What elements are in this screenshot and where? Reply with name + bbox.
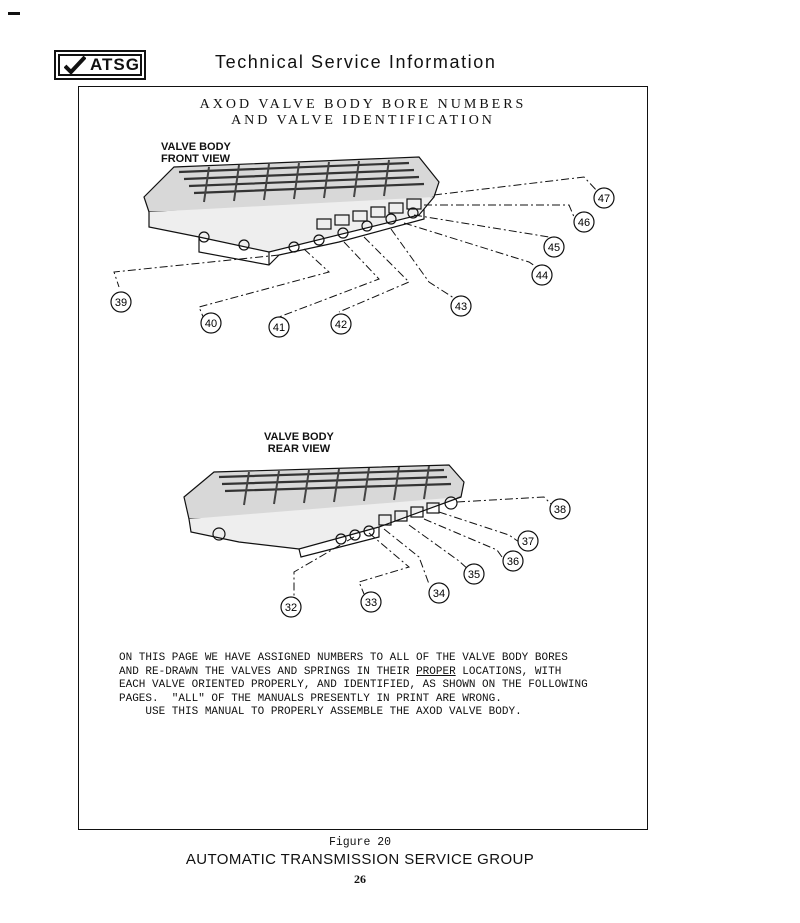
callout-number: 32 xyxy=(285,602,297,614)
footer-org-name: AUTOMATIC TRANSMISSION SERVICE GROUP xyxy=(185,851,535,868)
rear-valve-body-drawing xyxy=(183,464,465,558)
figure-title-line1: AXOD VALVE BODY BORE NUMBERS xyxy=(199,97,527,112)
callout-circle xyxy=(543,236,565,258)
callout-number: 38 xyxy=(554,504,566,516)
callout-circle xyxy=(110,291,132,313)
callout-number: 45 xyxy=(548,242,560,254)
callout-circle xyxy=(280,596,302,618)
callout-number: 42 xyxy=(335,319,347,331)
callout-number: 36 xyxy=(507,556,519,568)
front-valve-body-drawing xyxy=(143,156,440,266)
callout-number: 39 xyxy=(115,297,127,309)
figure-description: ON THIS PAGE WE HAVE ASSIGNED NUMBERS TO… xyxy=(119,652,588,719)
callout-circle xyxy=(450,295,472,317)
callout-circle xyxy=(200,312,222,334)
front-leader-lines xyxy=(113,176,600,320)
callout-number: 37 xyxy=(522,536,534,548)
callout-circle xyxy=(463,563,485,585)
callout-circle xyxy=(593,187,615,209)
callout-number: 35 xyxy=(468,569,480,581)
corner-mark xyxy=(8,12,20,15)
callout-number: 33 xyxy=(365,597,377,609)
callout-circle xyxy=(360,591,382,613)
checkmark-icon xyxy=(64,56,86,74)
front-view-label: VALVE BODY FRONT VIEW xyxy=(161,141,231,165)
callout-number: 41 xyxy=(273,322,285,334)
callout-number: 34 xyxy=(433,588,445,600)
callout-circle xyxy=(502,550,524,572)
page-header-title: Technical Service Information xyxy=(215,52,497,72)
callout-circle xyxy=(549,498,571,520)
callout-number: 43 xyxy=(455,301,467,313)
figure-title-line2: AND VALVE IDENTIFICATION xyxy=(231,113,495,128)
front-view-diagram: 39 40 41 42 43 44 45 46 47 xyxy=(110,156,615,338)
figure-caption: Figure 20 xyxy=(328,836,392,849)
callout-circle xyxy=(573,211,595,233)
callout-number: 44 xyxy=(536,270,548,282)
callout-circle xyxy=(428,582,450,604)
callout-number: 46 xyxy=(578,217,590,229)
callout-circle xyxy=(517,530,539,552)
callout-number: 47 xyxy=(598,193,610,205)
figure-frame: AXOD VALVE BODY BORE NUMBERS AND VALVE I… xyxy=(78,86,648,830)
rear-leader-lines xyxy=(293,496,555,597)
callout-circle xyxy=(330,313,352,335)
logo-text: ATSG xyxy=(90,55,140,74)
page-number: 26 xyxy=(354,872,366,886)
front-callouts: 39 40 41 42 43 44 45 46 47 xyxy=(110,187,615,338)
callout-circle xyxy=(531,264,553,286)
callout-circle xyxy=(268,316,290,338)
rear-view-label: VALVE BODY REAR VIEW xyxy=(264,431,334,455)
callout-number: 40 xyxy=(205,318,217,330)
atsg-logo: ATSG xyxy=(54,50,146,80)
